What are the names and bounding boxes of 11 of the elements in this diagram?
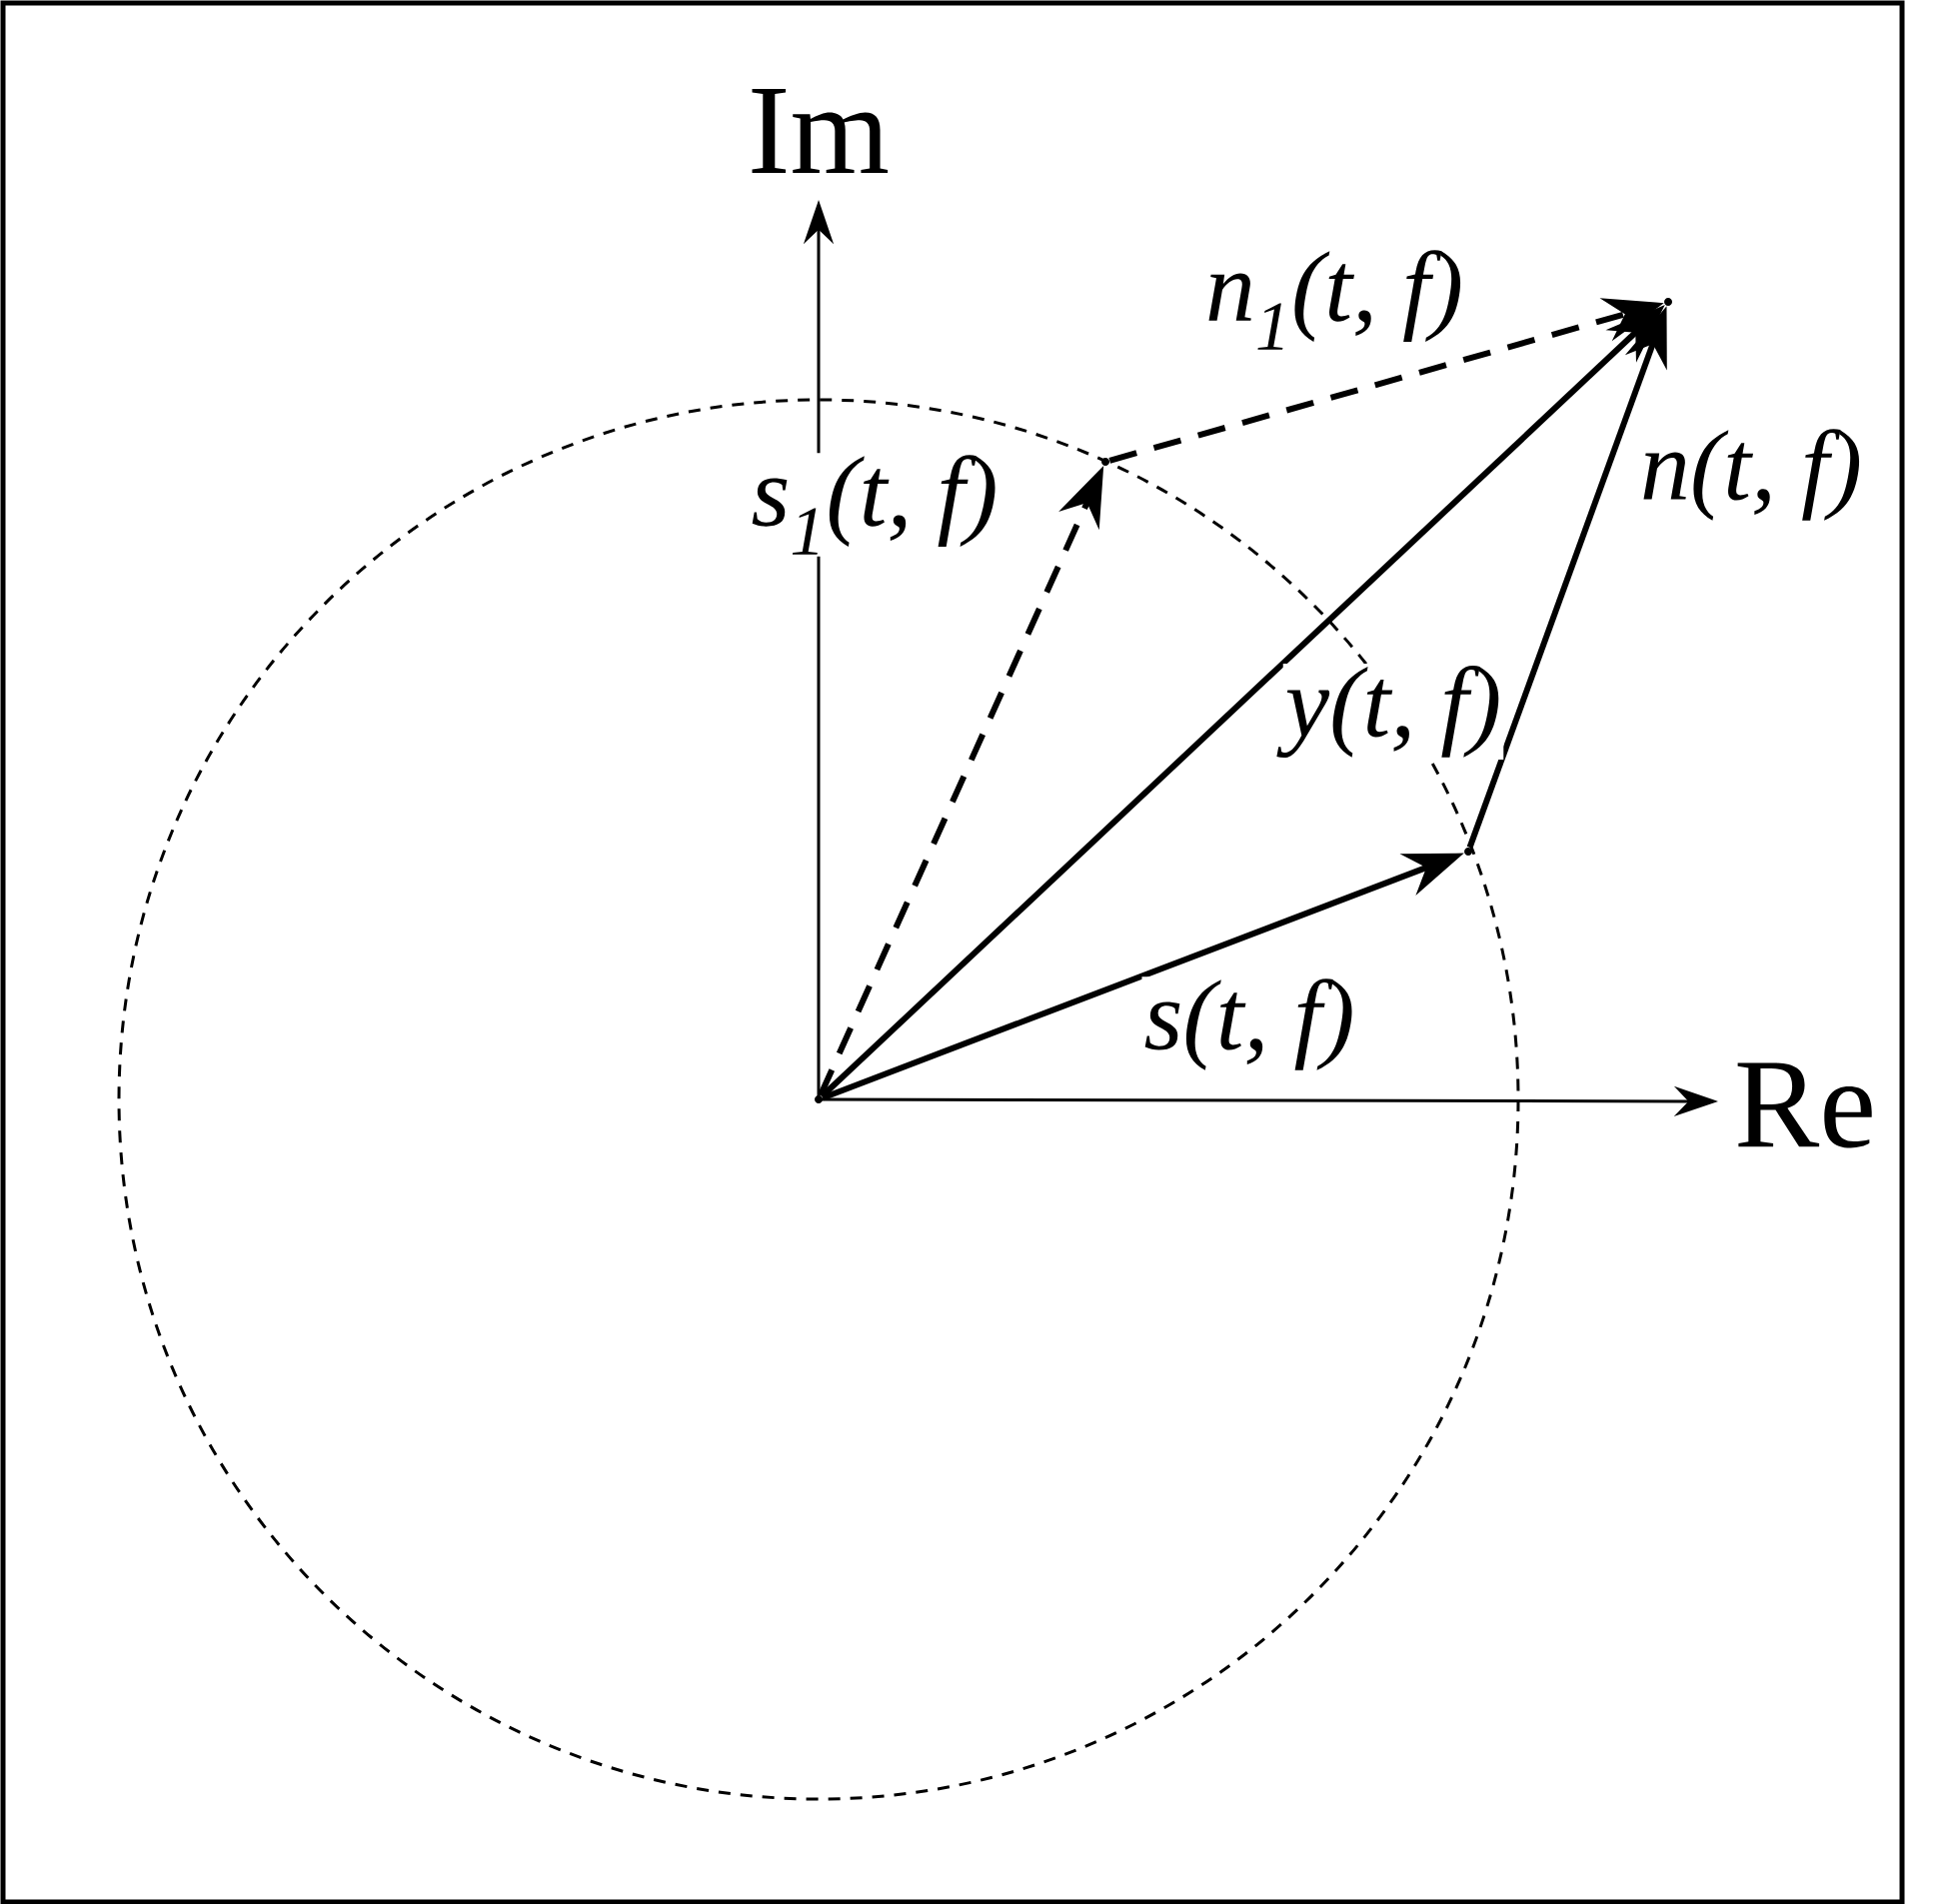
vector-label: n$_{1}$(t, f) xyxy=(1202,248,1466,352)
vector-point xyxy=(1464,848,1472,856)
vector-label: s$_{1}$(t, f) xyxy=(749,453,1000,557)
vector-label: y(t, f) xyxy=(1276,664,1504,760)
axis-label: Im xyxy=(752,89,889,173)
axis-label: Re xyxy=(1737,1062,1872,1148)
vector-point xyxy=(815,1095,823,1103)
vector-label: n(t, f) xyxy=(1637,427,1865,523)
vector-label: s(t, f) xyxy=(1141,976,1357,1072)
vector-point xyxy=(1664,298,1672,306)
vector-point xyxy=(1101,458,1109,466)
